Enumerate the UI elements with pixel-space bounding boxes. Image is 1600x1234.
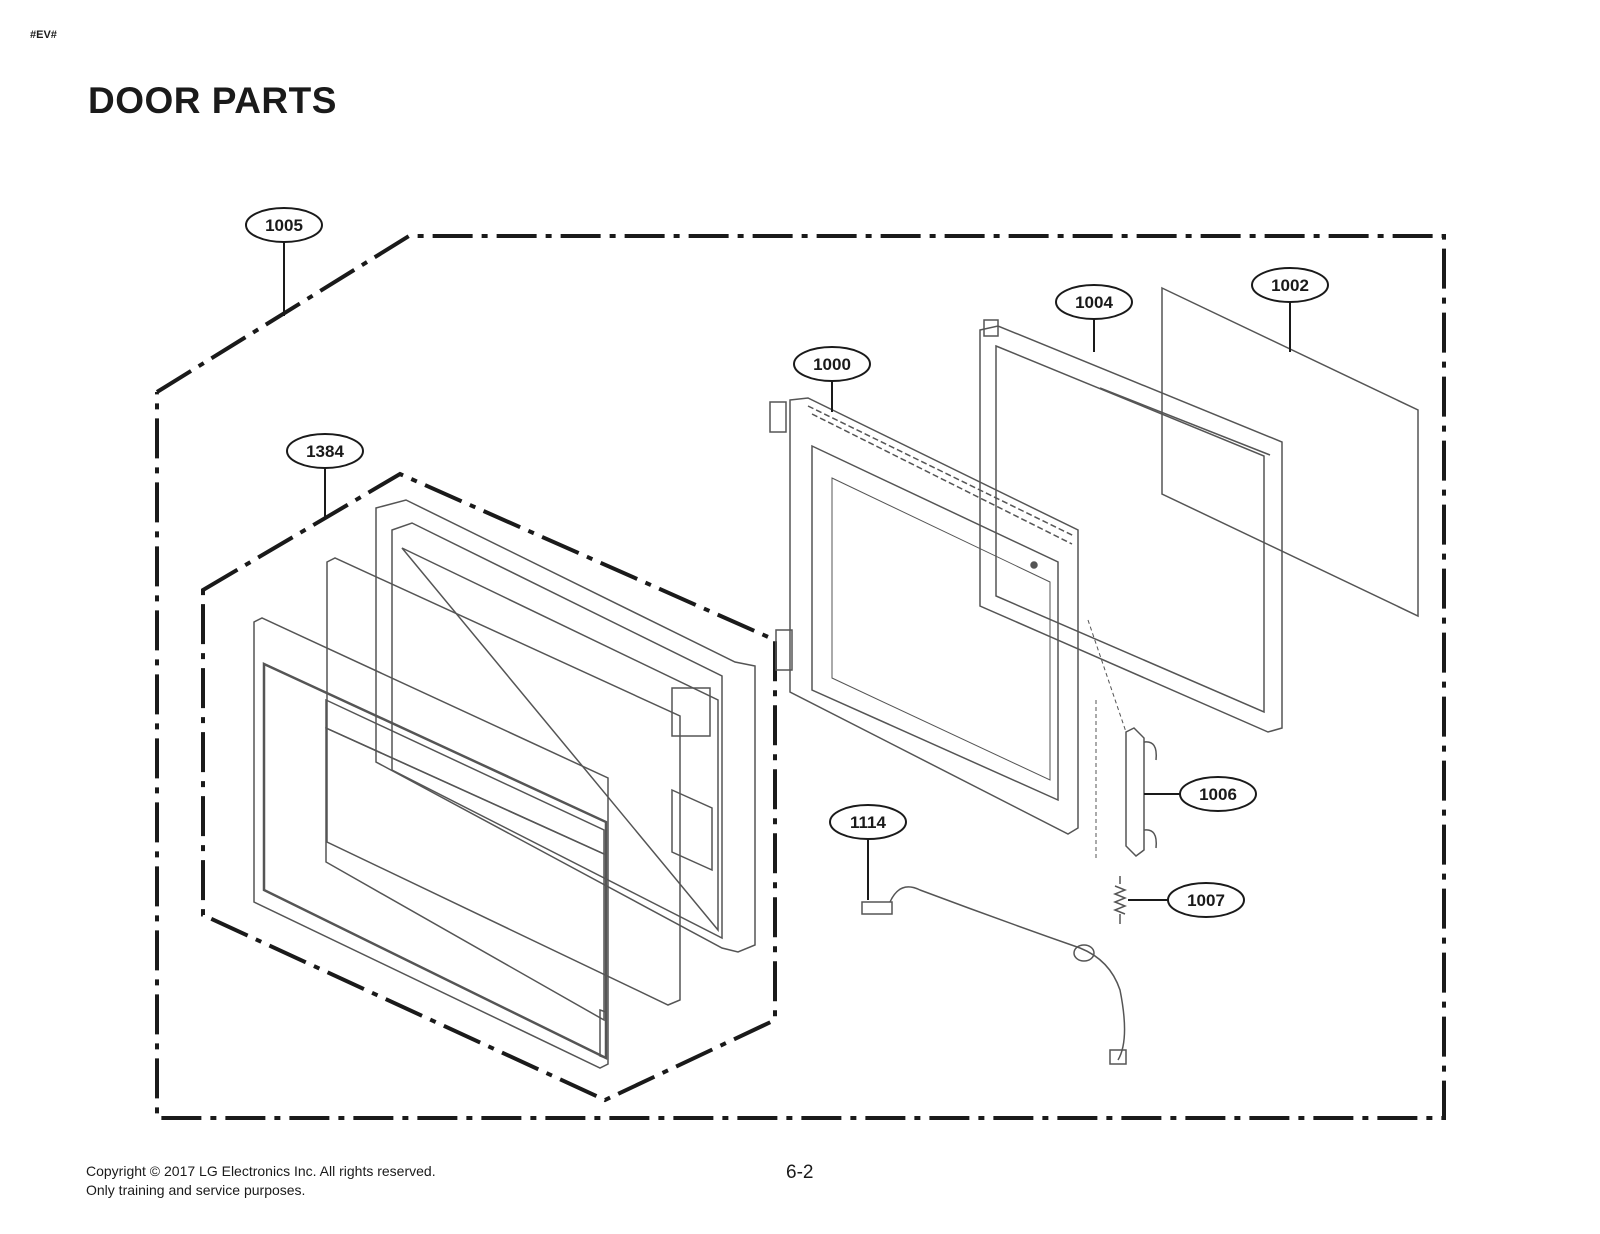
callout-1002: 1002 [1251, 267, 1329, 303]
document-tag: #EV# [30, 29, 57, 41]
spring-part [1112, 876, 1128, 924]
door-front-panel-part [253, 617, 609, 1069]
callout-label: 1002 [1271, 276, 1309, 295]
callout-label: 1007 [1187, 891, 1225, 910]
callout-1114: 1114 [829, 804, 907, 840]
page-number: 6-2 [786, 1162, 814, 1183]
callout-1005: 1005 [245, 207, 323, 243]
callout-label: 1114 [850, 813, 886, 832]
callout-1007: 1007 [1167, 882, 1245, 918]
page-title: DOOR PARTS [88, 80, 337, 121]
callout-1006: 1006 [1179, 776, 1257, 812]
callout-label: 1384 [306, 442, 344, 461]
door-glass-part [326, 557, 681, 1006]
assembly-boundary-outer [155, 234, 1446, 1120]
leader-lines [283, 240, 1291, 901]
callout-1384: 1384 [286, 433, 364, 469]
wire-harness-part [861, 886, 1127, 1065]
callout-label: 1004 [1075, 293, 1113, 312]
callout-1000: 1000 [793, 346, 871, 382]
hinge-bracket-part [1087, 619, 1157, 860]
callout-1004: 1004 [1055, 284, 1133, 320]
copyright-text: Copyright © 2017 LG Electronics Inc. All… [86, 1163, 436, 1179]
door-frame-part [375, 499, 756, 953]
callout-label: 1006 [1199, 785, 1237, 804]
choke-frame-part [979, 319, 1283, 733]
door-inner-frame-part [769, 397, 1079, 835]
assembly-boundary-inner [201, 471, 777, 1103]
callout-label: 1000 [813, 355, 851, 374]
purpose-text: Only training and service purposes. [86, 1182, 306, 1198]
callout-label: 1005 [265, 216, 303, 235]
door-film-part [1161, 286, 1419, 618]
footer-copyright-block: Copyright © 2017 LG Electronics Inc. All… [86, 1162, 436, 1200]
